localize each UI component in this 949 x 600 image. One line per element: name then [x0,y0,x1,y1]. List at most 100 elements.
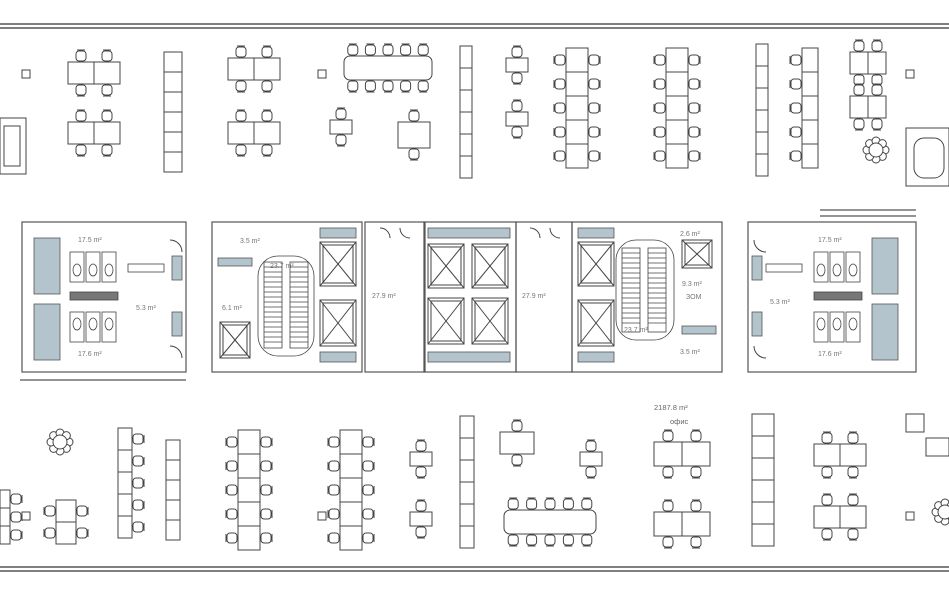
cabinet [751,435,775,459]
label-room-utility-name: ЗОМ [686,294,702,301]
door [169,345,183,359]
desk [67,121,95,145]
wc-toilet [848,317,858,331]
desk-cluster [225,429,273,551]
chair-icon [101,84,113,97]
wc-toilet [832,263,842,277]
chair-icon [415,526,427,539]
cabinet-row [165,439,181,541]
plant-icon [46,136,949,526]
chair-icon [585,466,597,479]
wc-stall [829,251,845,283]
chair-icon [347,43,359,56]
desk [67,61,95,85]
desk-cluster [397,109,431,161]
chair-icon [260,532,273,544]
desk [839,443,867,467]
chair-icon [235,109,247,122]
wc-stall [101,251,117,283]
cabinet [755,43,769,67]
cabinet [755,109,769,133]
wc-toilet [816,317,826,331]
desk [237,453,261,479]
chair-icon [362,484,375,496]
wc-stall [69,311,85,343]
core-right-wc [747,221,917,373]
chair-icon [688,150,701,162]
desk [813,505,841,529]
chair-icon [653,78,666,90]
desk [329,119,353,135]
cabinet [163,111,183,133]
chair-icon [688,78,701,90]
chair-icon [400,80,412,93]
chair-icon [132,433,145,445]
chair-icon [415,439,427,452]
desk [237,477,261,503]
chair-icon [853,83,865,96]
chair-icon [132,499,145,511]
cabinet [163,131,183,153]
cabinet [459,155,473,179]
chair-icon [581,497,593,510]
chair-icon [821,431,833,444]
desk-cluster [653,499,711,549]
desk-cluster [849,83,887,131]
chair-icon [225,484,238,496]
desk [801,71,819,97]
wc-stall [813,311,829,343]
label-wc-right-top: 17.5 m² [818,237,842,244]
core-left-wc [21,221,187,373]
chair-icon [75,109,87,122]
stair-well [257,255,315,357]
desk [505,111,529,127]
desk [565,143,589,169]
cabinet [165,479,181,501]
building-core [20,209,917,381]
chair-icon [335,134,347,147]
chair-icon [75,49,87,62]
desk [55,499,77,523]
desk-row [789,47,819,169]
chair-icon [364,43,376,56]
chair-icon [585,439,597,452]
stair-well [615,239,675,341]
door [549,227,561,239]
desk [409,511,433,527]
desk-island [505,45,529,85]
label-room-small-top: 3.5 m² [240,238,261,245]
elevator-car [471,297,509,345]
chair-icon [327,532,340,544]
cabinet [163,71,183,93]
label-wc-left-bottom: 17.6 m² [78,351,102,358]
desk-island [409,439,433,479]
cabinet [751,413,775,437]
label-room-small-bottomright: 3.5 m² [680,349,701,356]
desk [339,477,363,503]
cabinet [755,153,769,177]
chair-icon [235,144,247,157]
desk [867,95,887,119]
cabinet [459,67,473,91]
cabinet [163,151,183,173]
wc-wall [813,291,863,301]
label-wc-right-mid: 5.3 m² [770,299,791,306]
desk [339,453,363,479]
wc-toilet [72,263,82,277]
door [169,239,183,253]
desk-island [329,107,353,147]
chair-icon [415,499,427,512]
door [399,227,411,239]
cabinet [755,87,769,111]
plant-icon [931,498,949,526]
desk [801,47,819,73]
chair-icon [662,499,674,512]
desk [237,525,261,551]
room-labels: 17.5 m² 5.3 m² 17.6 m² 3.5 m² 23.7 m² 6.… [78,231,842,426]
chair-icon [260,484,273,496]
chair-icon [821,493,833,506]
chair-icon [847,466,859,479]
chair-icon [101,144,113,157]
cabinet-row [163,51,183,173]
hall-left [364,221,426,373]
